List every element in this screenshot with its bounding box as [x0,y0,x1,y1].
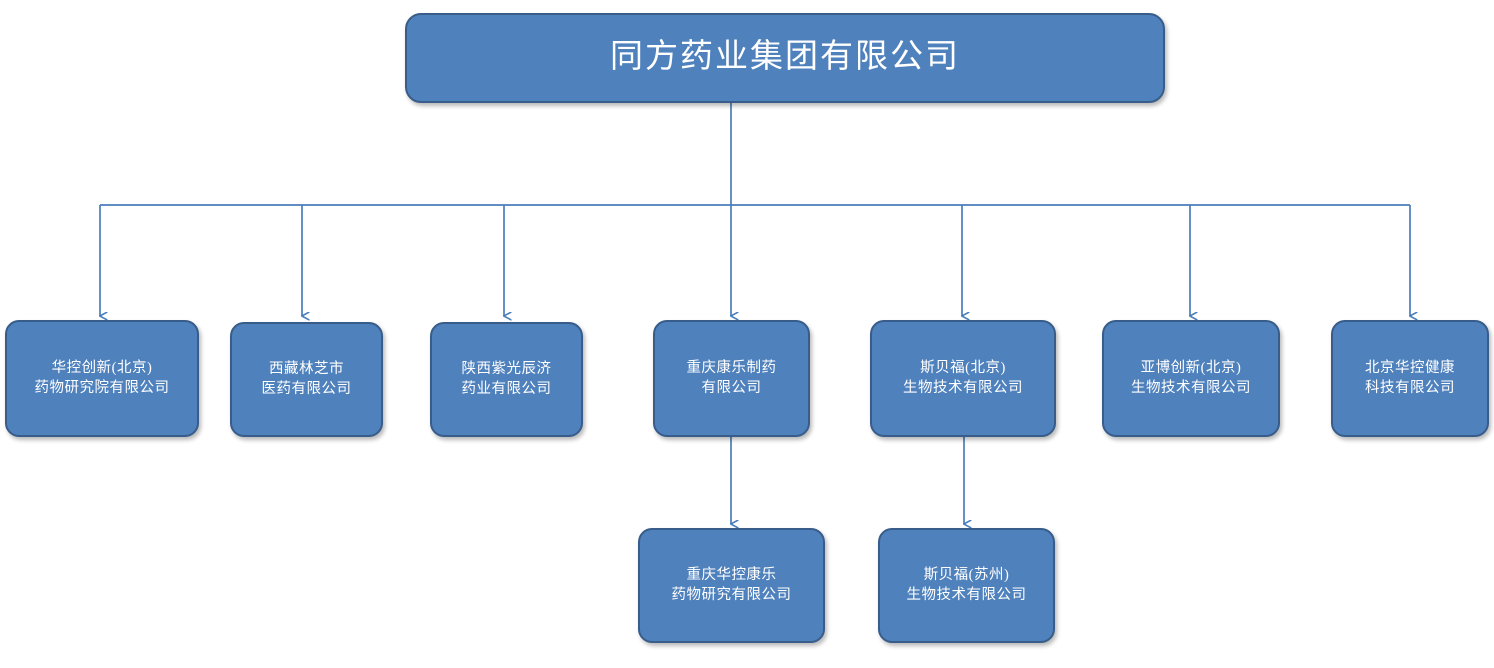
org-node-label: 重庆康乐制药 有限公司 [686,360,777,396]
org-node-shaanxi-ziguang[interactable]: 陕西紫光辰济 药业有限公司 [430,322,583,437]
org-node-beijing-huakong-jiankang[interactable]: 北京华控健康 科技有限公司 [1331,320,1489,437]
org-node-root-label: 同方药业集团有限公司 [610,39,960,76]
org-node-label: 华控创新(北京) 药物研究院有限公司 [34,360,170,396]
org-node-chongqing-huakong-kangle[interactable]: 重庆华控康乐 药物研究有限公司 [638,528,825,643]
org-node-label: 斯贝福(北京) 生物技术有限公司 [903,360,1023,396]
org-node-label: 北京华控健康 科技有限公司 [1365,360,1455,396]
org-node-sibeifu-beijing[interactable]: 斯贝福(北京) 生物技术有限公司 [870,320,1056,437]
org-node-label: 陕西紫光辰济 药业有限公司 [461,361,552,397]
org-node-root[interactable]: 同方药业集团有限公司 [405,13,1165,103]
org-node-sibeifu-suzhou[interactable]: 斯贝福(苏州) 生物技术有限公司 [878,528,1055,643]
org-node-label: 斯贝福(苏州) 生物技术有限公司 [906,567,1027,603]
org-node-xizang-linzhi[interactable]: 西藏林芝市 医药有限公司 [230,322,383,437]
org-node-label: 重庆华控康乐 药物研究有限公司 [671,567,792,603]
org-node-huakong-chuangxin[interactable]: 华控创新(北京) 药物研究院有限公司 [5,320,199,437]
org-node-chongqing-kangle[interactable]: 重庆康乐制药 有限公司 [653,320,810,437]
org-node-yabo-chuangxin[interactable]: 亚博创新(北京) 生物技术有限公司 [1102,320,1280,437]
org-node-label: 亚博创新(北京) 生物技术有限公司 [1131,360,1251,396]
org-node-label: 西藏林芝市 医药有限公司 [261,361,352,397]
